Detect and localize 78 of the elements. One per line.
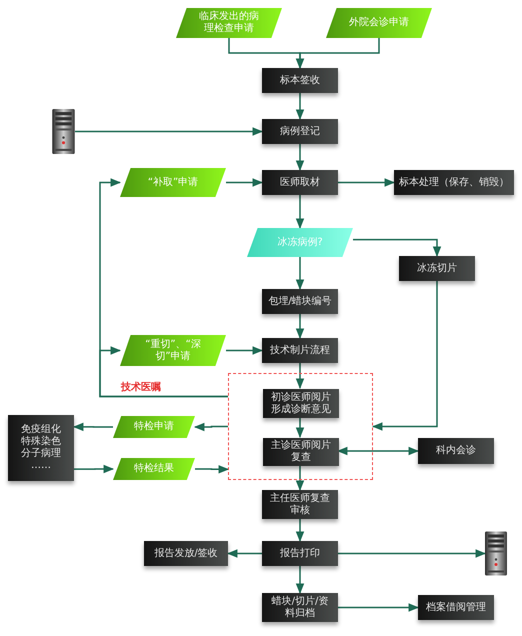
node-text: 外院会诊申请	[349, 17, 409, 29]
node-text: 特殊染色	[21, 436, 61, 448]
arrow	[338, 549, 486, 558]
node-text: 免疫组化	[21, 424, 61, 436]
node-text: 主诊医师阅片复查	[270, 440, 332, 464]
server-icon	[485, 531, 507, 576]
arrow	[296, 465, 304, 492]
dashed-group-box	[228, 373, 373, 480]
process-box	[262, 170, 338, 195]
process-box	[418, 438, 494, 464]
arrow	[296, 314, 304, 340]
arrow	[72, 422, 113, 432]
node-text: 报告打印	[280, 548, 320, 560]
process-box	[262, 119, 338, 144]
arrow	[296, 566, 304, 594]
arrow	[226, 178, 264, 187]
input-parallelogram	[176, 8, 282, 38]
node-text: “补取”申请	[148, 176, 198, 188]
process-box	[262, 68, 338, 93]
arrow	[74, 464, 114, 474]
process-box	[262, 541, 338, 566]
node-text: 蜡块/切片/资料归档	[270, 596, 330, 620]
node-text: 医师取材	[280, 176, 320, 188]
node-text: 病例登记	[280, 126, 320, 138]
arrow	[226, 346, 264, 355]
arrow	[296, 363, 304, 390]
process-box	[8, 415, 74, 481]
process-box	[262, 338, 338, 363]
process-box	[262, 289, 338, 314]
process-box	[263, 438, 339, 466]
arrow	[296, 417, 304, 438]
input-parallelogram	[113, 458, 195, 480]
arrow	[226, 549, 262, 558]
arrow	[353, 238, 442, 258]
node-text: 标本签收	[280, 74, 320, 86]
node-text: ……	[31, 460, 51, 472]
arrow	[75, 127, 264, 136]
arrow	[338, 603, 420, 612]
node-text: 包埋/蜡块编号	[268, 296, 332, 308]
process-box	[262, 593, 338, 622]
node-text: 特检结果	[134, 463, 174, 475]
process-box	[399, 256, 475, 281]
process-box	[394, 170, 514, 195]
arrow	[338, 178, 396, 187]
node-text: 冰冻切片	[417, 262, 457, 274]
arrow	[99, 346, 228, 398]
node-text: 技术制片流程	[270, 344, 330, 356]
process-box	[144, 541, 228, 566]
input-parallelogram	[120, 335, 226, 366]
node-text: 分子病理	[21, 448, 61, 460]
node-text: 临床发出的病理检查申请	[198, 11, 260, 35]
node-text: 冰冻病例?	[277, 236, 323, 248]
arrow	[296, 93, 304, 120]
process-box	[263, 389, 339, 418]
node-text: 档案借阅管理	[426, 602, 486, 614]
node-text: 报告发放/签收	[154, 548, 218, 560]
input-parallelogram	[113, 416, 195, 438]
node-text: 科内会诊	[436, 445, 476, 457]
arrow	[372, 281, 438, 431]
arrow	[194, 422, 228, 432]
node-text: 主任医师复查审核	[269, 492, 331, 516]
process-box	[262, 490, 338, 519]
annotation-text: 技术医嘱	[120, 382, 162, 394]
arrow	[296, 144, 304, 172]
server-icon	[52, 109, 75, 154]
input-parallelogram	[247, 228, 353, 257]
input-parallelogram	[120, 168, 226, 197]
node-text: 初诊医师阅片形成诊断意见	[270, 392, 332, 416]
node-text: 特检申请	[134, 421, 174, 433]
arrow	[296, 38, 380, 70]
arrow	[296, 195, 304, 230]
arrow	[296, 519, 304, 542]
arrow	[296, 257, 304, 290]
arrow	[195, 465, 230, 474]
node-text: 标本处理（保存、销毁）	[399, 176, 509, 188]
process-box	[418, 595, 494, 620]
node-text: “重切”、“深切”申请	[144, 338, 202, 362]
input-parallelogram	[326, 8, 432, 38]
